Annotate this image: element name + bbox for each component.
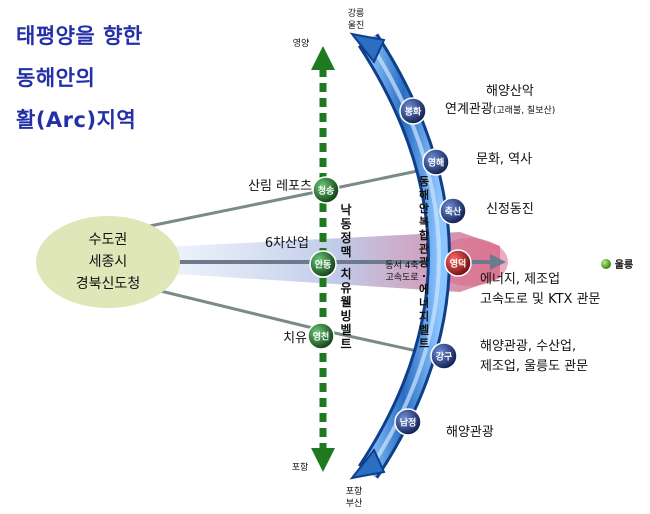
highway-label-2: 고속도로 (385, 272, 418, 283)
origin-line2: 세종시 (89, 254, 128, 270)
coast-node (399, 97, 427, 125)
inland-node-name: 영천 (313, 331, 330, 343)
inland-node-name: 청송 (318, 185, 335, 197)
coast-node-name: 영해 (428, 157, 445, 169)
axis-arrow-top (311, 46, 335, 70)
coast-node (394, 408, 422, 436)
coast-node-label: 해양관광, 수산업, (480, 339, 576, 354)
inland-node (307, 322, 335, 350)
coast-node-label: 문화, 역사 (476, 152, 532, 167)
coast-node-name: 남정 (400, 417, 417, 429)
coast-node-name: 축산 (445, 206, 462, 218)
origin-line3: 경북신도청 (76, 276, 140, 292)
ulleung-node (601, 259, 611, 269)
coast-node-label: 에너지, 제조업 (480, 272, 560, 287)
origin-line1: 수도권 (89, 232, 128, 248)
inland-node-label: 6차산업 (265, 236, 309, 251)
arc-bottom-label-1: 포항 (346, 486, 363, 497)
arc-arrow-bottom (349, 448, 386, 480)
highway-arrow-head (490, 254, 506, 270)
coast-node (444, 249, 472, 277)
coast-node-label-2: 제조업, 울릉도 관문 (480, 359, 588, 374)
title-line3: 활(Arc)지역 (16, 108, 137, 132)
link-origin-cheongsong (139, 188, 327, 230)
coast-node-name: 강구 (436, 351, 453, 363)
coast-node-label-2: 고속도로 및 KTX 관문 (480, 292, 601, 307)
inland-node-name: 안동 (315, 260, 332, 271)
arc-top-label-1: 강릉 (348, 8, 365, 19)
coast-node-name: 봉화 (405, 106, 422, 118)
axis-arrow-bottom (311, 448, 335, 472)
ulleung-label: 울릉 (615, 259, 633, 271)
coast-node-label: 해양산악 (486, 84, 534, 99)
arc-bottom-label-2: 부산 (346, 498, 363, 509)
highway-label-1: 동서 4축 (385, 260, 418, 271)
title-line1: 태평양을 향한 (16, 24, 143, 48)
coast-node-label: 해양관광 (446, 425, 494, 440)
coast-node (430, 342, 458, 370)
inland-node-label: 산림 레포츠 (248, 179, 312, 194)
title-line2: 동해안의 (16, 66, 96, 90)
coast-node-label-2: 연계관광(고래불, 칠보산) (445, 102, 555, 117)
arc-arrow-top (349, 32, 386, 64)
origin-region (36, 216, 180, 308)
coast-node (439, 197, 467, 225)
link-origin-yeongcheon (139, 284, 322, 332)
arc-top-label-2: 울진 (348, 20, 365, 31)
axis-bottom-label: 포항 (292, 462, 309, 473)
coast-node-name: 영덕 (450, 258, 467, 270)
coast-node (422, 148, 450, 176)
inland-node-label: 치유 (283, 331, 307, 346)
coast-node-label: 신정동진 (486, 202, 534, 217)
inland-node (309, 250, 337, 278)
inland-node (312, 176, 340, 204)
axis-top-label: 영양 (293, 38, 310, 49)
link-cheongsong-yeonghae (325, 166, 433, 192)
